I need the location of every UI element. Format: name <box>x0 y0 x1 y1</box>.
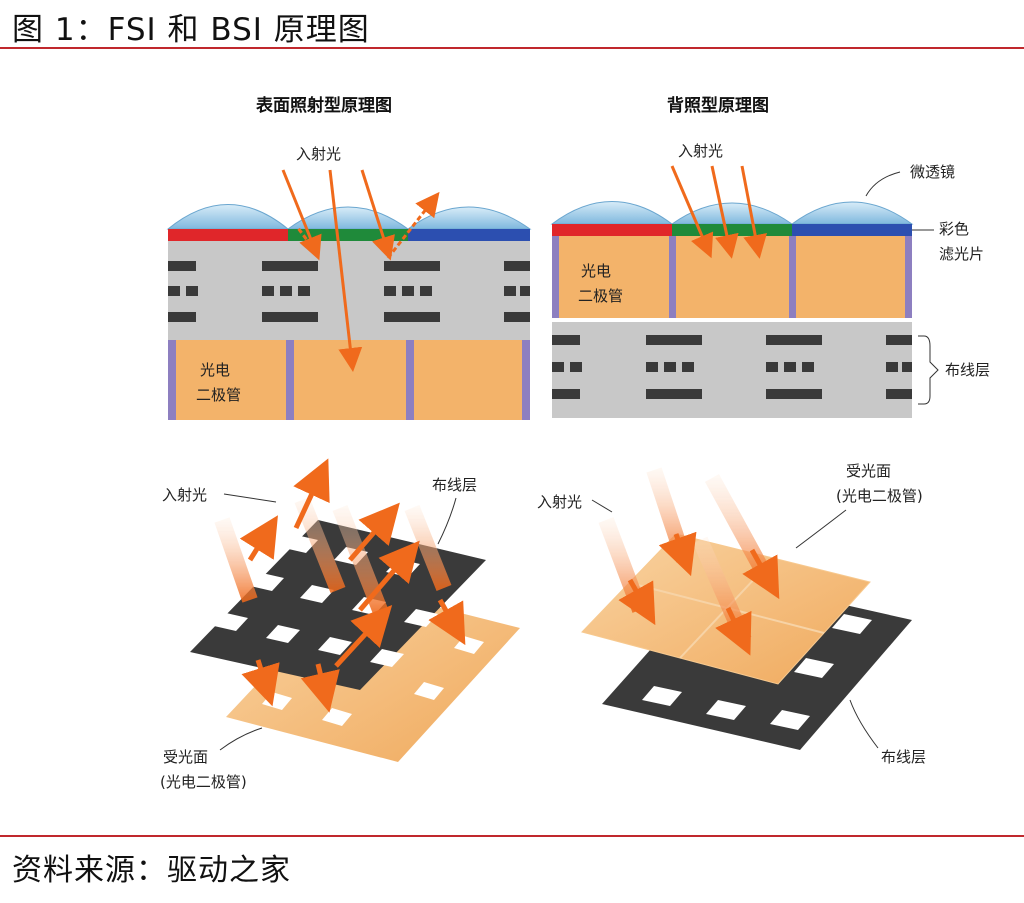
bsi-lens-1 <box>550 201 674 225</box>
bsi-3d-receiving-label-1: 受光面 <box>846 462 891 480</box>
microlens-callout-line <box>865 171 901 197</box>
fsi-filter-red <box>168 229 288 241</box>
fsi-separator <box>286 340 294 420</box>
bsi-heading: 背照型原理图 <box>667 95 769 116</box>
fsi-3d-receiving-label-1: 受光面 <box>163 748 208 766</box>
fsi-photodiode-layer <box>168 340 530 420</box>
figure-source: 资料来源：驱动之家 <box>12 853 291 888</box>
fsi-3d-incident-callout <box>223 493 277 503</box>
bsi-separator <box>552 236 559 318</box>
fsi-3d-view: 入射光 布线层 受光面 (光电二极管) <box>160 458 520 791</box>
fsi-3d-receiving-callout <box>219 727 263 751</box>
bsi-filter-blue <box>792 224 912 236</box>
bsi-3d-wiring-callout <box>849 699 879 749</box>
bsi-wiring-layer <box>552 322 912 418</box>
color-filter-label-2: 滤光片 <box>939 245 984 263</box>
bsi-light-rays <box>670 165 767 259</box>
bsi-separator <box>669 236 676 318</box>
fsi-heading: 表面照射型原理图 <box>256 95 392 116</box>
fsi-incident-light-label: 入射光 <box>296 145 341 163</box>
bsi-filter-green <box>672 224 792 236</box>
bsi-cross-section: 背照型原理图 光电 二极管 入射光 微透镜 彩色 滤光片 <box>550 95 990 418</box>
fsi-lens-3 <box>406 206 532 230</box>
top-rule <box>0 47 1024 49</box>
bsi-3d-grid-windows <box>642 614 872 730</box>
fsi-filter-blue <box>408 229 530 241</box>
fsi-3d-wiring-callout <box>437 497 457 545</box>
bsi-wires <box>552 335 912 399</box>
bsi-3d-receiving-callout <box>795 509 847 549</box>
fsi-3d-arrows <box>239 458 466 713</box>
fsi-3d-receiving-label-2: (光电二极管) <box>160 773 247 791</box>
fsi-cross-section: 表面照射型原理图 光电 二极管 入射光 <box>166 95 532 420</box>
fsi-3d-incident-light-label: 入射光 <box>162 486 207 504</box>
bsi-photodiode-label-2: 二极管 <box>578 287 623 305</box>
bsi-3d-arrows <box>618 531 780 656</box>
microlens-label: 微透镜 <box>910 163 955 181</box>
bsi-3d-incident-light-label: 入射光 <box>537 493 582 511</box>
color-filter-label-1: 彩色 <box>939 220 969 238</box>
fsi-lens-1 <box>166 204 290 230</box>
bsi-incident-light-label: 入射光 <box>678 142 723 160</box>
fsi-separator <box>406 340 414 420</box>
fsi-3d-wiring-layer-label: 布线层 <box>432 476 477 494</box>
wiring-layer-bracket <box>918 335 939 405</box>
fsi-separator <box>168 340 176 420</box>
bsi-filter-red <box>552 224 672 236</box>
bsi-photodiode-label-1: 光电 <box>581 262 611 280</box>
figure-header: 图 1：FSI 和 BSI 原理图 <box>0 0 1024 50</box>
bsi-3d-receiving-label-2: (光电二极管) <box>836 487 923 505</box>
bsi-separator <box>789 236 796 318</box>
bsi-separator <box>905 236 912 318</box>
figure-title: 图 1：FSI 和 BSI 原理图 <box>12 12 370 48</box>
fsi-photodiode-label-1: 光电 <box>200 361 230 379</box>
fsi-photodiode-label-2: 二极管 <box>196 386 241 404</box>
fsi-3d-light-beams <box>214 497 452 613</box>
fsi-separator <box>522 340 530 420</box>
fsi-wires <box>168 261 530 322</box>
fsi-light-rays <box>281 169 440 372</box>
bottom-rule <box>0 835 1024 837</box>
bsi-3d-view: 入射光 受光面 (光电二极管) 布线层 <box>537 462 926 766</box>
bsi-lens-2 <box>670 202 794 225</box>
bsi-lens-3 <box>790 201 914 225</box>
bsi-3d-incident-callout <box>591 499 613 513</box>
bsi-3d-wiring-layer-label: 布线层 <box>881 748 926 766</box>
bsi-wiring-layer-label: 布线层 <box>945 361 990 379</box>
